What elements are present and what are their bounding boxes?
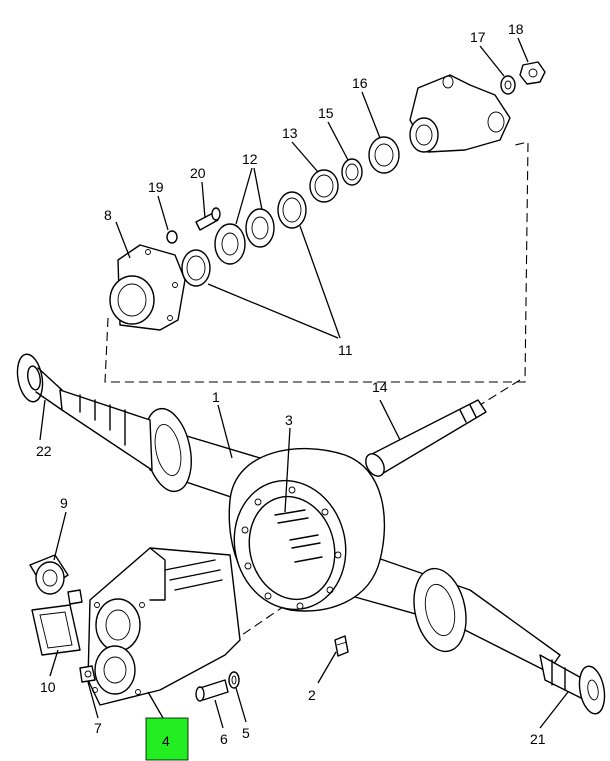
bolt-20 bbox=[195, 207, 221, 231]
hub-right bbox=[578, 665, 606, 715]
bearing-cone-a bbox=[214, 223, 246, 265]
fitting bbox=[67, 589, 83, 605]
bolt-6 bbox=[195, 679, 229, 702]
bearing-cage bbox=[109, 244, 186, 331]
selected-part-highlight[interactable] bbox=[145, 717, 189, 761]
leader-lines bbox=[39, 37, 569, 729]
callout-13[interactable]: 13 bbox=[282, 125, 298, 141]
callout-2[interactable]: 2 bbox=[308, 687, 316, 703]
axle-housing bbox=[59, 389, 586, 701]
callout-12[interactable]: 12 bbox=[242, 151, 258, 167]
yoke bbox=[29, 554, 69, 595]
callout-20[interactable]: 20 bbox=[190, 165, 206, 181]
housing-studs bbox=[274, 509, 323, 563]
callout-17[interactable]: 17 bbox=[470, 29, 486, 45]
callout-3[interactable]: 3 bbox=[285, 412, 293, 428]
companion-flange bbox=[409, 74, 511, 153]
nut-18 bbox=[519, 61, 546, 85]
callout-11[interactable]: 11 bbox=[338, 342, 353, 358]
callout-18[interactable]: 18 bbox=[508, 21, 524, 37]
bearing-cup-upper bbox=[277, 191, 307, 229]
callout-9[interactable]: 9 bbox=[60, 495, 68, 511]
seal-16 bbox=[368, 136, 400, 174]
callout-15[interactable]: 15 bbox=[318, 105, 334, 121]
callout-labels: 1 2 3 4 5 6 7 8 9 10 11 12 13 14 15 16 1… bbox=[36, 21, 546, 749]
callout-22[interactable]: 22 bbox=[36, 443, 52, 459]
callout-8[interactable]: 8 bbox=[104, 207, 112, 223]
nut-7 bbox=[79, 665, 96, 683]
shim-15 bbox=[341, 158, 363, 186]
callout-16[interactable]: 16 bbox=[352, 75, 368, 91]
washer-5 bbox=[228, 671, 240, 689]
callout-5[interactable]: 5 bbox=[242, 725, 250, 741]
bearing-cone-b bbox=[245, 208, 275, 248]
washer-17 bbox=[500, 75, 516, 95]
washer-19 bbox=[166, 230, 178, 244]
bearing-cup-lower bbox=[181, 249, 211, 287]
callout-21[interactable]: 21 bbox=[530, 731, 546, 747]
differential-carrier bbox=[87, 547, 241, 706]
spacer-13 bbox=[309, 169, 339, 203]
callout-7[interactable]: 7 bbox=[94, 720, 102, 736]
callout-6[interactable]: 6 bbox=[220, 731, 228, 747]
callout-10[interactable]: 10 bbox=[40, 679, 56, 695]
plug-2 bbox=[334, 635, 349, 657]
hub-left bbox=[16, 353, 63, 411]
callout-19[interactable]: 19 bbox=[148, 179, 164, 195]
callout-1[interactable]: 1 bbox=[212, 389, 220, 405]
gasket bbox=[31, 604, 81, 656]
axle-shaft bbox=[365, 399, 487, 477]
callout-4[interactable]: 4 bbox=[162, 733, 170, 749]
callout-14[interactable]: 14 bbox=[372, 379, 388, 395]
